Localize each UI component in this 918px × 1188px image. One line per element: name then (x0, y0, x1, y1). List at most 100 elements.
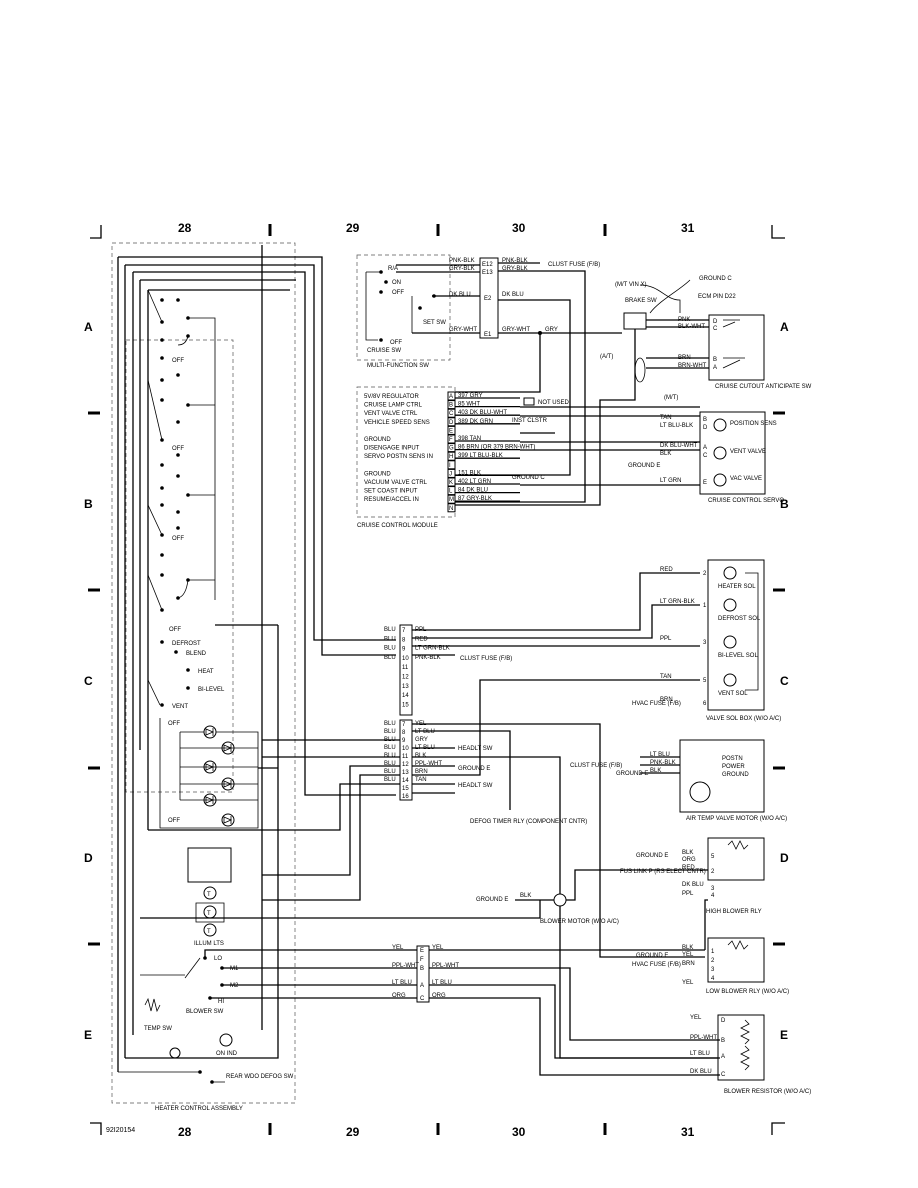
c2-left-wire: BLU (384, 753, 396, 759)
mt-label: (M/T) (664, 395, 678, 401)
speed-lo: LO (214, 956, 222, 962)
c2-left-wire: BLU (384, 769, 396, 775)
module-wire: 399 LT BLU-BLK (458, 453, 503, 459)
c1-right-wire: PNK-BLK (415, 655, 441, 661)
servo-pin: C (703, 453, 708, 459)
c1-pin: 11 (402, 665, 409, 671)
vent-valve: VENT VALVE (730, 449, 766, 455)
blower-resistor (717, 1014, 765, 1081)
col-29-top: 29 (346, 221, 360, 235)
clust-fuse-c1: CLUST FUSE (F/B) (460, 656, 512, 662)
cutout-pin: C (713, 326, 718, 332)
postn-label: POSTN (722, 756, 743, 762)
c2-pin: 13 (402, 770, 409, 776)
rear-defog-label: REAR WDO DEFOG SW (226, 1074, 294, 1080)
c1-pin: 13 (402, 684, 409, 690)
off-6: OFF (168, 818, 180, 824)
low-wire: YEL (682, 952, 694, 958)
ground-label: GROUND (722, 772, 749, 778)
ground-e-c2: GROUND E (458, 766, 490, 772)
c3-pin: B (420, 966, 424, 972)
low-wire: BRN (682, 961, 695, 967)
c1-pin: 15 (402, 702, 409, 708)
row-a-right: A (780, 320, 789, 334)
mode-off-1: OFF (172, 358, 184, 364)
res-wire: PPL-WHT (690, 1035, 717, 1041)
low-pin: 3 (711, 967, 715, 973)
valve-pin: 2 (703, 571, 707, 577)
vac-valve: VAC VALVE (730, 476, 762, 482)
c2-pin: 12 (402, 762, 409, 768)
module-label: SET COAST INPUT (364, 489, 418, 495)
c2-pin: 14 (402, 778, 409, 784)
col-30-bottom: 30 (512, 1125, 526, 1139)
servo-wire: LT GRN (660, 478, 681, 484)
mode-defrost: DEFROST (172, 641, 201, 647)
cutout-wire: BRN (678, 355, 691, 361)
module-pin-box (447, 477, 456, 487)
servo-pin: D (703, 425, 708, 431)
valve-pin: 6 (703, 701, 707, 707)
module-pin-box (447, 417, 456, 427)
ground-c-module: GROUND C (512, 475, 545, 481)
res-wire: LT BLU (690, 1051, 710, 1057)
cutout-pin: B (713, 357, 717, 363)
module-pin: H (449, 454, 453, 460)
top-loop-wires (118, 256, 396, 796)
grid-labels: 28 29 30 31 28 29 30 31 A B C D E A B C … (84, 221, 789, 1139)
c1-pin: 9 (402, 647, 406, 653)
w-gry: GRY (545, 327, 558, 333)
servo (699, 411, 766, 495)
high-wire: PPL (682, 891, 694, 897)
figure-id: 92I20154 (106, 1127, 135, 1134)
row-c-right: C (780, 674, 789, 688)
low-wire: YEL (682, 980, 694, 986)
clust-fuse-top: CLUST FUSE (F/B) (548, 262, 600, 268)
blower-switch (140, 956, 224, 1000)
c2-right-wire: TAN (415, 777, 427, 783)
valve-wire: BRN (660, 697, 673, 703)
module-pin: A (449, 394, 453, 400)
cutout-pin: A (713, 365, 717, 371)
fus-link: FUS LINK P (RS ELECT CNTR) (620, 869, 706, 875)
c3-left-wire: LT BLU (392, 980, 412, 986)
pin-e13: E13 (482, 270, 493, 276)
c2-right-wire: BLK (415, 753, 426, 759)
cutout-switch (708, 314, 765, 381)
module-pin: L (449, 489, 453, 495)
servo-wire: LT BLU-BLK (660, 423, 693, 429)
module-wire: 397 GRY (458, 393, 483, 399)
module-title: CRUISE CONTROL MODULE (357, 523, 438, 529)
position-sens: POSITION SENS (730, 421, 777, 427)
ecm-pin: ECM PIN D22 (698, 294, 736, 300)
c1-right-wire: RED (415, 636, 428, 642)
mode-off-2: OFF (172, 446, 184, 452)
c1-left-wire: BLU (384, 627, 396, 633)
c2-pin: 7 (402, 722, 406, 728)
module-pin: D (449, 420, 454, 426)
w-gry-wht-1: GRY-WHT (449, 327, 477, 333)
mfs-title: MULTI-FUNCTION SW (367, 363, 429, 369)
sheet-frame (88, 224, 785, 1135)
module-pin: N (449, 506, 453, 512)
assembly-label: HEATER CONTROL ASSEMBLY (155, 1106, 243, 1112)
high-pin: 4 (711, 893, 715, 899)
w-gry-wht-2: GRY-WHT (502, 327, 530, 333)
valve-pin: 3 (703, 640, 707, 646)
brake-switch (623, 312, 647, 330)
high-pin: 2 (711, 869, 715, 875)
mode-bilevel: BI-LEVEL (198, 687, 225, 693)
high-pin: 3 (711, 886, 715, 892)
c2-right-wire: BRN (415, 769, 428, 775)
mode-vent: VENT (172, 704, 188, 710)
c3-right-wire: ORG (432, 993, 446, 999)
module-pin-box (447, 391, 456, 401)
c2-pin: 15 (402, 786, 409, 792)
high-wire: ORG (682, 857, 696, 863)
module-label: GROUND (364, 437, 391, 443)
module-wire: 87 GRY-BLK (458, 496, 492, 502)
headlt-sw-1: HEADLT SW (458, 746, 493, 752)
hvac-fuse-low: HVAC FUSE (F/B) (632, 962, 681, 968)
